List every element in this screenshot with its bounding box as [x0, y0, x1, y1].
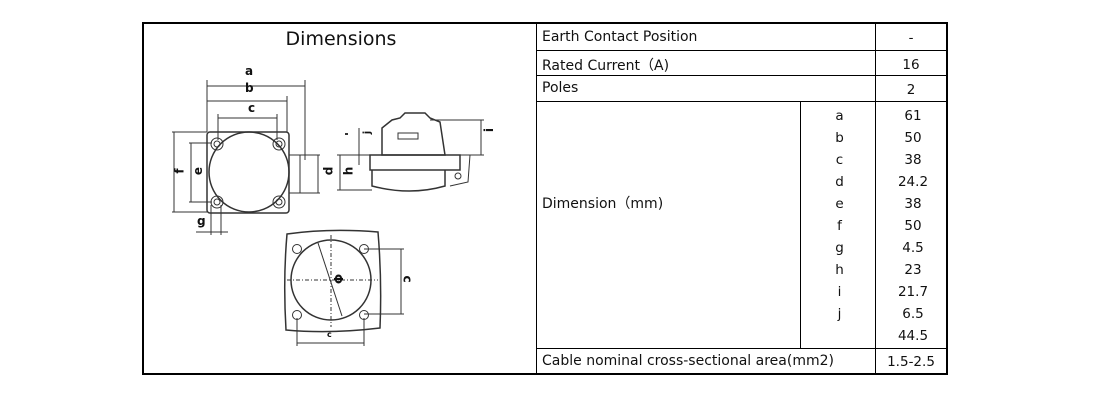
column-divider: [800, 101, 801, 348]
dimension-letter: b: [835, 130, 844, 146]
dimension-value: 50: [904, 130, 922, 146]
earth-contact-value: -: [908, 30, 914, 46]
label-j: j: [362, 130, 374, 135]
dimension-letter: j: [837, 306, 842, 322]
dimension-value: 38: [904, 152, 922, 168]
column-divider: [536, 24, 537, 373]
dimension-letter: f: [837, 218, 842, 234]
dimension-letter: g: [835, 240, 844, 256]
label-b: b: [245, 81, 254, 95]
dimension-letter: c: [835, 152, 844, 168]
label-c-bottom: c: [400, 275, 415, 283]
label-c: c: [248, 101, 256, 115]
label-i: i: [482, 127, 497, 133]
dimension-letter: i: [837, 284, 842, 300]
cable-area-value: 1.5-2.5: [887, 354, 935, 370]
label-f: f: [172, 168, 187, 174]
label-c-horizontal: c: [327, 330, 332, 339]
dimension-letter: d: [835, 174, 844, 190]
dimension-value: 6.5: [902, 306, 924, 322]
dimension-label: Dimension（mm): [542, 196, 664, 212]
label-diameter: Φ: [331, 273, 346, 285]
dimension-value: 24.2: [897, 174, 929, 190]
label-a: a: [245, 64, 254, 78]
dimension-drawing: [172, 80, 484, 346]
label-g: g: [197, 214, 206, 228]
row-divider: [536, 101, 946, 102]
dimension-letter: a: [835, 108, 844, 124]
label-d: d: [321, 166, 336, 176]
dimension-value: 4.5: [902, 240, 924, 256]
dimensions-header: Dimensions: [285, 28, 397, 50]
earth-contact-label: Earth Contact Position: [542, 29, 698, 45]
dimension-value: 38: [904, 196, 922, 212]
row-divider: [536, 75, 946, 76]
cable-area-label: Cable nominal cross-sectional area(mm2): [542, 353, 834, 369]
rated-current-label: Rated Current（A): [542, 58, 670, 74]
dimension-value: 21.7: [897, 284, 929, 300]
dimension-letter: h: [835, 262, 844, 278]
dimension-letter: e: [835, 196, 844, 212]
label-h: h: [341, 166, 356, 176]
column-divider: [875, 24, 876, 373]
dimension-value: 61: [904, 108, 922, 124]
dimension-value: 23: [904, 262, 922, 278]
spec-table: Dimensions: [142, 22, 948, 375]
rated-current-value: 16: [902, 57, 920, 73]
row-divider: [536, 348, 946, 349]
label-e: e: [191, 166, 206, 176]
dimension-value: 50: [904, 218, 922, 234]
poles-value: 2: [906, 82, 916, 98]
poles-label: Poles: [542, 80, 579, 96]
row-divider: [536, 50, 946, 51]
dimension-value: 44.5: [897, 328, 929, 344]
